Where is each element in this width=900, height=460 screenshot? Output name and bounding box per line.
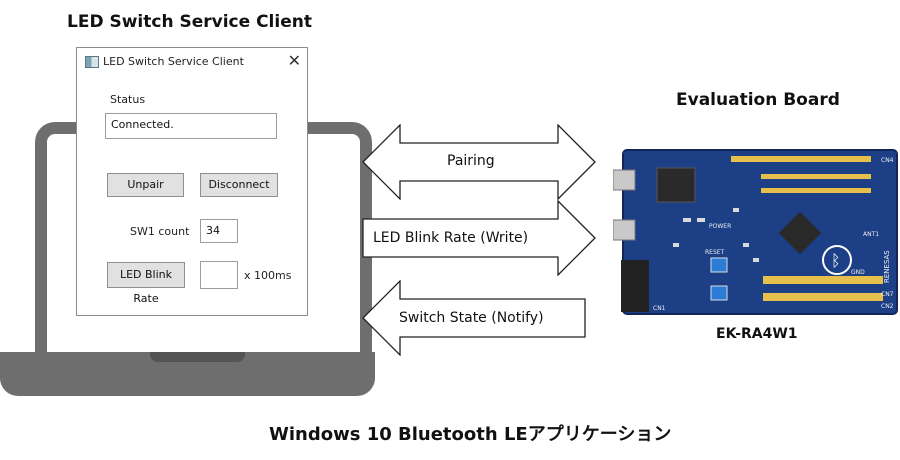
window-title: LED Switch Service Client (103, 55, 244, 68)
svg-text:ᛒ: ᛒ (831, 251, 841, 270)
status-field[interactable]: Connected. (105, 113, 277, 139)
board-heading: Evaluation Board (676, 90, 840, 110)
cn7-label: CN7 (881, 291, 894, 298)
window-titlebar[interactable]: LED Switch Service Client ✕ (77, 48, 307, 74)
power-label: POWER (709, 223, 731, 230)
unpair-button[interactable]: Unpair (107, 173, 184, 197)
pairing-label: Pairing (447, 153, 495, 169)
notify-label: Switch State (Notify) (399, 310, 544, 326)
evaluation-board-image: ᛒ POWER RESET ANT1 GND CN1 CN2 CN7 CN4 R… (613, 149, 898, 315)
unit-label: x 100ms (244, 269, 292, 282)
led-blink-rate-field[interactable] (200, 261, 238, 289)
board-name: EK-RA4W1 (716, 326, 798, 342)
sw1-count-field[interactable]: 34 (200, 219, 238, 243)
brand-logo: RENESAS (883, 250, 891, 283)
pairing-arrow (362, 124, 596, 200)
write-arrow (362, 200, 596, 276)
sw1-count-label: SW1 count (130, 225, 190, 238)
led-blink-rate-button[interactable]: LED Blink Rate (107, 262, 185, 305)
ant-label: ANT1 (863, 231, 879, 238)
write-label: LED Blink Rate (Write) (373, 230, 529, 246)
footer-caption: Windows 10 Bluetooth LEアプリケーション (269, 424, 672, 445)
cn2-label: CN2 (881, 303, 894, 310)
app-window: LED Switch Service Client ✕ Status Conne… (76, 47, 308, 316)
notify-arrow (362, 280, 586, 356)
client-heading: LED Switch Service Client (67, 12, 312, 32)
disconnect-button[interactable]: Disconnect (200, 173, 278, 197)
reset-label: RESET (705, 249, 725, 256)
app-icon (85, 56, 99, 68)
status-label: Status (110, 93, 146, 106)
laptop-notch (150, 352, 245, 362)
close-icon[interactable]: ✕ (287, 51, 301, 70)
cn4-label: CN4 (881, 157, 894, 164)
gnd-label: GND (851, 269, 865, 276)
cn1-label: CN1 (653, 305, 666, 312)
